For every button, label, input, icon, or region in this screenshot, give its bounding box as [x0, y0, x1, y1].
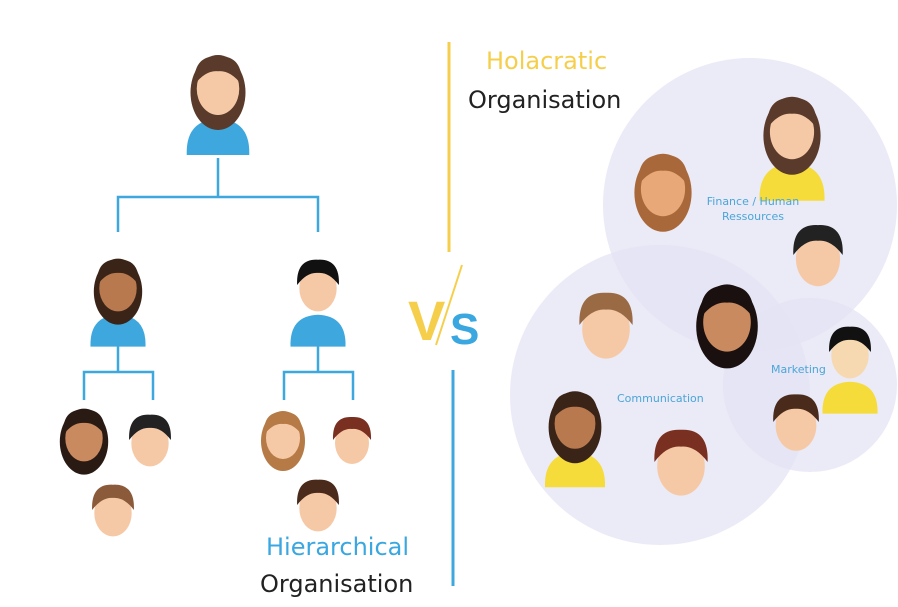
- person-avatar: [544, 391, 606, 488]
- hair-top: [579, 292, 633, 325]
- communication-label: Communication: [617, 392, 704, 405]
- face: [131, 420, 169, 467]
- hair-top: [97, 259, 139, 285]
- person-avatar: [696, 284, 758, 369]
- shirt: [90, 314, 146, 347]
- face: [196, 62, 240, 115]
- hair-top: [700, 285, 754, 318]
- hair-top: [552, 392, 598, 420]
- finance-label: Finance / Human Ressources: [700, 195, 806, 223]
- face: [266, 417, 300, 459]
- person-avatar: [59, 408, 109, 475]
- person-avatar: [793, 225, 843, 287]
- shirt: [186, 118, 250, 155]
- face: [775, 400, 817, 451]
- holacratic-subtitle: Organisation: [468, 86, 622, 114]
- person-avatar: [773, 394, 819, 451]
- person-avatar: [261, 411, 305, 471]
- hair-top: [638, 155, 688, 185]
- hair-top: [92, 484, 134, 510]
- hair-top: [829, 326, 871, 352]
- face: [99, 265, 137, 312]
- face: [299, 265, 337, 312]
- person-avatar: [654, 429, 708, 496]
- face: [335, 422, 369, 464]
- hair-top: [63, 409, 105, 435]
- face: [657, 436, 705, 496]
- hierarchical-subtitle: Organisation: [260, 570, 414, 598]
- person-avatar: [759, 96, 825, 201]
- hair-top: [263, 411, 303, 435]
- hair-top: [654, 429, 708, 462]
- face: [65, 415, 103, 462]
- hair-top: [773, 394, 819, 422]
- vs-s: S: [450, 305, 479, 354]
- shirt: [544, 452, 606, 488]
- face: [554, 398, 596, 449]
- hair-top: [767, 98, 817, 128]
- face: [831, 332, 869, 379]
- marketing-label: Marketing: [771, 363, 826, 376]
- person-avatar: [822, 326, 878, 414]
- hair-top: [297, 259, 339, 285]
- person-avatar: [186, 55, 250, 155]
- person-avatar: [90, 258, 146, 347]
- face: [703, 292, 751, 352]
- hair-top: [793, 225, 843, 255]
- holacratic-title: Holacratic: [486, 47, 608, 75]
- face: [582, 299, 630, 359]
- person-avatar: [579, 292, 633, 359]
- hierarchical-title: Hierarchical: [266, 533, 410, 561]
- person-avatar: [129, 414, 171, 467]
- face: [299, 485, 337, 532]
- person-avatar: [297, 479, 339, 532]
- face: [94, 490, 132, 537]
- finance-label-line1: Finance / Human: [706, 195, 800, 208]
- person-avatar: [290, 259, 346, 347]
- finance-label-line2: Ressources: [722, 209, 784, 223]
- face: [640, 161, 686, 217]
- shirt: [759, 163, 825, 201]
- face: [769, 104, 815, 160]
- hair-top: [297, 479, 339, 505]
- shirt: [290, 314, 346, 347]
- person-avatar: [634, 153, 692, 232]
- hair-top: [332, 416, 372, 440]
- vs-slash: [435, 264, 463, 346]
- hair-top: [194, 56, 242, 85]
- person-avatar: [332, 416, 372, 464]
- person-avatar: [92, 484, 134, 537]
- vs-v: V: [408, 289, 445, 352]
- shirt: [822, 381, 878, 414]
- hair-top: [129, 414, 171, 440]
- face: [795, 231, 841, 287]
